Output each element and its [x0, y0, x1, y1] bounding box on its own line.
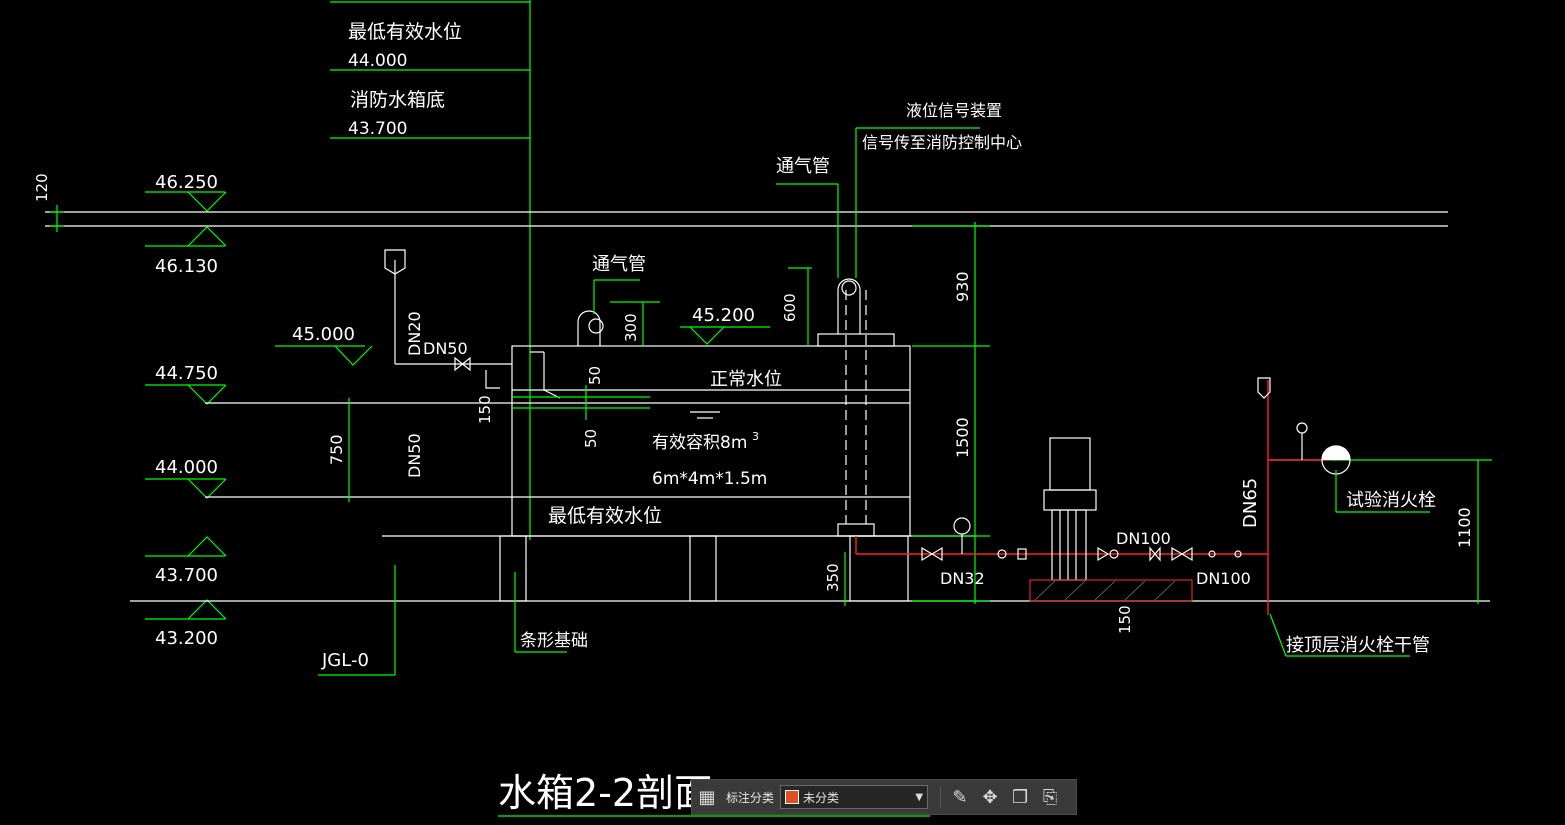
tank-bottom-value: 43.700 — [348, 119, 407, 139]
jgl-label: JGL-0 — [321, 650, 369, 671]
elev-46130: 46.130 — [155, 256, 218, 277]
dn50b-label: DN50 — [405, 433, 424, 478]
dim-1500: 1500 — [953, 417, 972, 458]
elev-44000: 44.000 — [155, 457, 218, 478]
chevron-down-icon: ▼ — [915, 791, 924, 803]
category-label: 标注分类 — [726, 790, 775, 805]
tank-bottom-label: 消防水箱底 — [350, 89, 445, 111]
test-hydrant-label: 试验消火栓 — [1346, 490, 1436, 511]
elev-45200: 45.200 — [692, 305, 755, 326]
dn65-label: DN65 — [1240, 478, 1261, 528]
dim-750: 750 — [327, 434, 346, 465]
elev-43700: 43.700 — [155, 565, 218, 586]
edit-icon[interactable]: ✎ — [952, 786, 968, 808]
move-icon[interactable]: ✥ — [982, 786, 998, 808]
dim-300: 300 — [622, 313, 640, 342]
copy-icon[interactable]: ❐ — [1011, 786, 1029, 808]
connect-main-label: 接顶层消火栓干管 — [1286, 635, 1430, 656]
size-label: 6m*4m*1.5m — [652, 469, 767, 489]
level-device-label: 液位信号装置 — [906, 101, 1002, 120]
dim-50b: 50 — [582, 429, 600, 448]
paste-icon[interactable]: ⎘ — [1042, 786, 1058, 808]
min-level-top-label: 最低有效水位 — [348, 21, 462, 43]
dn100b-label: DN100 — [1196, 569, 1251, 588]
dim-930: 930 — [953, 271, 972, 302]
annotation-toolbar: ▦ 标注分类 未分类 ▼ ✎ ✥ ❐ ⎘ — [691, 779, 1077, 815]
dn100a-label: DN100 — [1116, 529, 1171, 548]
min-level-label: 最低有效水位 — [548, 505, 662, 527]
dim-1100: 1100 — [1455, 507, 1474, 548]
normal-level-label: 正常水位 — [710, 369, 782, 390]
dim-50a: 50 — [586, 366, 604, 385]
capacity-label: 有效容积8m — [652, 433, 747, 453]
signal-to-label: 信号传至消防控制中心 — [862, 133, 1022, 152]
toolbar-divider — [940, 786, 942, 808]
elev-44750: 44.750 — [155, 363, 218, 384]
min-level-top-value: 44.000 — [348, 51, 407, 71]
grid-icon[interactable]: ▦ — [698, 786, 716, 808]
dn50a-label: DN50 — [423, 339, 468, 358]
dn20-label: DN20 — [405, 311, 424, 356]
dim-350: 350 — [824, 563, 842, 592]
dim-600: 600 — [781, 293, 799, 322]
category-value: 未分类 — [803, 790, 840, 805]
elev-43200: 43.200 — [155, 628, 218, 649]
elev-46250: 46.250 — [155, 172, 218, 193]
capacity-sup: 3 — [752, 430, 759, 443]
elev-45000: 45.000 — [292, 324, 355, 345]
dim-150b: 150 — [1116, 605, 1134, 634]
dim-150: 150 — [476, 395, 494, 424]
drawing-title: 水箱2-2剖面 — [498, 771, 712, 815]
vent2-label: 通气管 — [776, 156, 830, 177]
vent1-label: 通气管 — [592, 254, 646, 275]
category-dropdown[interactable]: 未分类 ▼ — [780, 785, 929, 809]
strip-foundation-label: 条形基础 — [520, 631, 588, 651]
dn32-label: DN32 — [940, 569, 985, 588]
dim-120: 120 — [33, 173, 51, 202]
color-swatch — [785, 790, 800, 804]
